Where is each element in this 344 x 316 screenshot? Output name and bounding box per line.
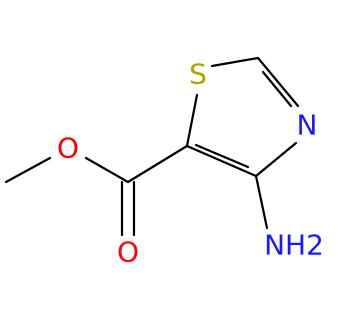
atom-ether-oxygen: O [57,132,79,165]
atom-labels: S N O O NH2 [57,58,324,269]
bond-c4-c5-b [194,143,250,169]
bond-carbonyl-ring [126,144,189,184]
bond-c4-c5-a [185,144,258,178]
bond-c2-n3-b [261,70,293,108]
bond-n3-c4 [254,141,298,178]
bond-c2-n3-a [256,56,300,108]
atom-sulfur: S [189,58,207,91]
bond-ether-oxygen-carbonyl [84,156,130,184]
bond-c5-sulfur [185,93,199,148]
bond-sulfur-c2 [210,56,260,68]
atom-amino-group: NH2 [264,229,324,262]
bond-methyl-ether-oxygen [4,156,52,184]
atom-ring-nitrogen: N [297,109,318,142]
atom-carbonyl-oxygen: O [117,236,139,269]
bonds [4,56,300,237]
bond-c4-amino [254,174,269,230]
